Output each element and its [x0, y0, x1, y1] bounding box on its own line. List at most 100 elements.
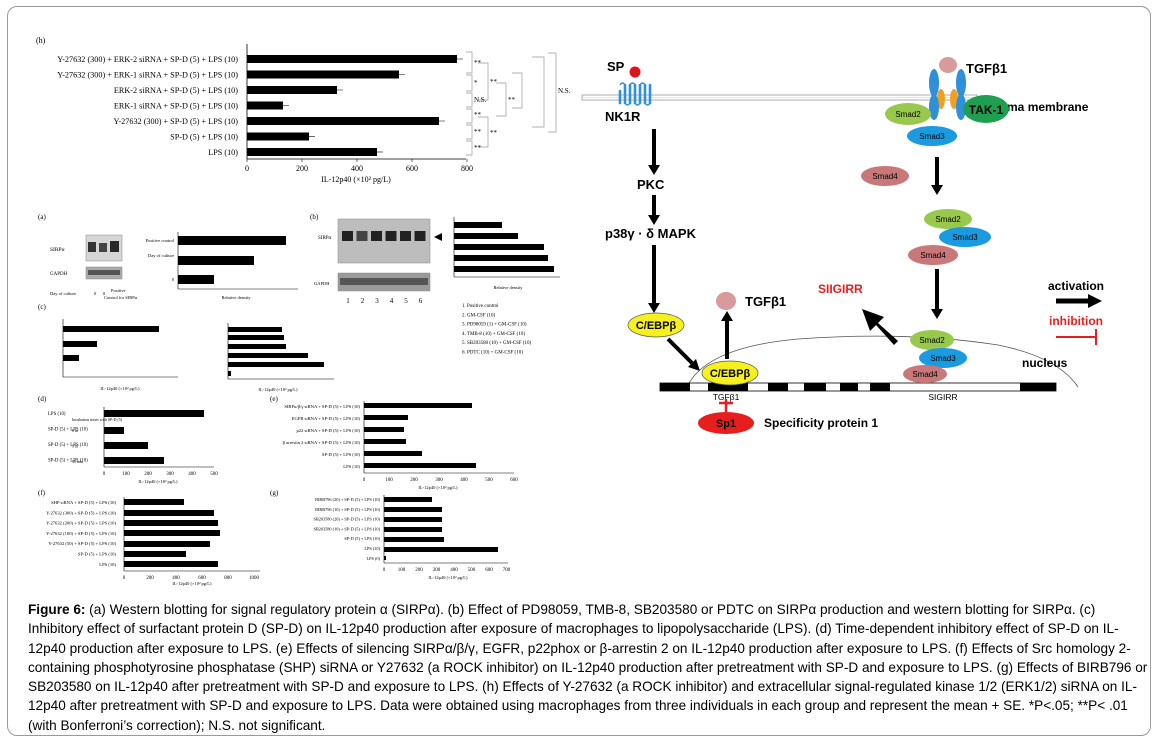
- nk1r-label: NK1R: [605, 109, 641, 124]
- nk1r-receptor: [618, 83, 652, 105]
- legend-entry: 2. GM-CSF (10): [462, 313, 496, 318]
- incubation-label: 3 hr: [72, 444, 79, 449]
- bar: [247, 55, 457, 63]
- tgfb-receptor: [950, 89, 958, 109]
- blot-band: [342, 231, 353, 241]
- panel-h-brackets: [466, 51, 557, 156]
- bar: [228, 335, 284, 340]
- bar-label: p22 siRNA + SP-D (5) + LPS (10): [296, 428, 360, 433]
- bar-label: LPS (0): [367, 556, 381, 561]
- nucleus-label: nucleus: [1022, 356, 1068, 370]
- bar-label: LPS (10): [48, 412, 66, 417]
- axis-label: IL-12p40 (×10² pg/L): [428, 575, 468, 580]
- dna-block: [1020, 383, 1056, 391]
- smad2: [924, 209, 972, 229]
- tak1-kinase: [963, 95, 1009, 123]
- bar: [454, 222, 502, 228]
- blot-label: SIRPα: [318, 236, 332, 241]
- panel-c: (c) IL-12p40 (×10² pg/L) IL-12p40 (×10² …: [38, 303, 334, 392]
- blot-lane: 0: [103, 291, 106, 296]
- tick-label: 0: [363, 478, 366, 483]
- bar: [454, 233, 518, 239]
- bar: [454, 244, 544, 250]
- bar: [228, 362, 324, 367]
- blot-xaxis: Day of culture: [50, 291, 76, 296]
- legend-entry: 4. TMB-8 (10) + GM-CSF (10): [462, 332, 525, 337]
- lane-number: 6: [419, 297, 423, 305]
- sp1-factor: [698, 412, 754, 434]
- blot-band: [110, 241, 119, 252]
- siigirr-arrow: [862, 309, 898, 345]
- sp-ligand: [629, 66, 641, 78]
- bar-label: β arrestin 2 siRNA + SP-D (5) + LPS (10): [283, 440, 361, 445]
- bar: [124, 561, 218, 567]
- bar: [384, 497, 432, 502]
- tgfb1-label: TGFβ1: [966, 61, 1007, 76]
- tick-label: 600: [406, 164, 418, 173]
- tick-label: 100: [122, 472, 130, 477]
- smad4: [903, 365, 947, 383]
- panel-d-label: (d): [38, 395, 47, 403]
- tick-label: 400: [460, 478, 468, 483]
- axis-label: IL-12p40 (×10² pg/L): [418, 485, 458, 490]
- legend-activation: activation: [1048, 279, 1104, 293]
- tick-label: 500: [485, 478, 493, 483]
- star-label: **: [474, 128, 482, 136]
- bar: [364, 463, 476, 468]
- legend-entry: 3. PD98059 (1) + GM-CSF (10): [462, 323, 527, 328]
- smad2-label: Smad2: [935, 215, 961, 224]
- panel-d: (d) LPS (10) SP-D (5) + LPS (10) SP-D (5) …: [38, 395, 218, 484]
- bar-label: Y-27632 (100) + SP-D (5) + LPS (10): [46, 531, 116, 536]
- bar-label: SP-D (5) + LPS (10): [48, 428, 88, 433]
- figure-graphic: (h) Y-27632 (300) + ERK-2 siRNA + SP-D (…: [36, 36, 1104, 586]
- blot-label: GAPDH: [50, 272, 68, 277]
- bar-label: ERK-2 siRNA + SP-D (5) + LPS (10): [114, 86, 238, 95]
- figure-frame: (h) Y-27632 (300) + ERK-2 siRNA + SP-D (…: [7, 6, 1151, 736]
- mapk-label: p38γ · δ MAPK: [605, 226, 697, 241]
- tgfb-receptor: [956, 69, 966, 97]
- dna-block: [804, 383, 826, 391]
- panel-h-axis-label: IL-12p40 (×10² pg/L): [321, 175, 391, 184]
- bar-label: Positive control: [146, 238, 175, 243]
- blot-band: [88, 270, 120, 275]
- tick-label: 200: [410, 478, 418, 483]
- lane-number: 1: [346, 297, 350, 305]
- smad4: [861, 166, 909, 186]
- figure-caption: Figure 6: (a) Western blotting for signa…: [28, 600, 1150, 735]
- bar: [124, 541, 210, 547]
- bar-label: SP-D (5) + LPS (10): [78, 552, 117, 557]
- panel-a: (a) SIRPα GAPDH Day of culture 0 0 Posit…: [38, 213, 298, 300]
- dna-block: [768, 383, 788, 391]
- bar: [247, 117, 439, 125]
- panel-e: (e) SIRPα/β/γ siRNA + SP-D (5) + LPS (10…: [270, 395, 518, 490]
- bar-label: SP-D (5) + LPS (10): [48, 443, 88, 448]
- panel-e-label: (e): [270, 395, 278, 403]
- blot-band: [340, 278, 428, 285]
- panel-g-label: (g): [270, 489, 279, 497]
- bar: [104, 442, 148, 449]
- bar: [63, 341, 97, 347]
- smad4-label: Smad4: [920, 251, 946, 260]
- tick-label: 300: [433, 568, 441, 573]
- tick-label: 300: [435, 478, 443, 483]
- bar-label: Day of culture: [148, 253, 174, 258]
- axis-label: IL-12p40 (×10² pg/L): [172, 581, 212, 586]
- bar-label: SP-D (5) + LPS (10): [170, 133, 238, 142]
- bar: [384, 556, 386, 560]
- tick-label: 0: [123, 576, 126, 581]
- tick-label: 200: [144, 472, 152, 477]
- bar: [178, 275, 214, 284]
- tak1-label: TAK-1: [969, 103, 1004, 117]
- bar: [104, 457, 164, 464]
- signaling-diagram: plasma membrane SP NK1R PKC p38γ · δ MAP…: [581, 57, 1104, 434]
- panel-a-label: (a): [38, 213, 46, 221]
- bar: [247, 86, 337, 94]
- axis-label: IL-12p40 (×10² pg/L): [138, 479, 178, 484]
- bar-label: LPS (10): [343, 464, 360, 469]
- bar: [384, 517, 442, 522]
- bar-label: Y-27632 (300) + ERK-1 siRNA + SP-D (5) +…: [57, 71, 238, 80]
- bar: [364, 427, 404, 432]
- dna-block: [708, 383, 748, 391]
- blot-band: [88, 242, 96, 252]
